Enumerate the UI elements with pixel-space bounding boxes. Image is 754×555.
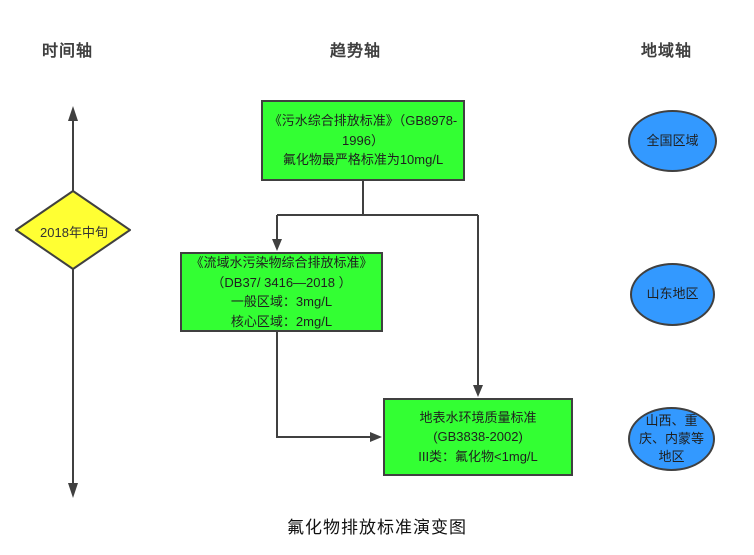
arrow-down-icon: [473, 385, 483, 397]
box-line: 地表水环境质量标准: [419, 409, 537, 425]
arrow-right-icon: [370, 432, 382, 442]
flow-box-surface-water-standard: 地表水环境质量标准 (GB3838-2002) III类：氟化物<1mg/L: [383, 398, 573, 476]
time-diamond-label: 2018年中旬: [40, 225, 108, 240]
diagram-caption: 氟化物排放标准演变图: [287, 518, 467, 537]
time-diamond-shape: [15, 190, 131, 270]
box-line: 《污水综合排放标准》（GB8978-: [268, 113, 458, 129]
box-line: 一般区域：3mg/L: [230, 294, 333, 309]
box-line: 1996）: [342, 132, 384, 148]
flow-box-sewage-standard: 《污水综合排放标准》（GB8978- 1996） 氟化物最严格标准为10mg/L: [261, 100, 465, 181]
box-line: 核心区域：2mg/L: [230, 313, 333, 329]
region-label: 山东地区: [646, 286, 699, 302]
box-line: III类：氟化物<1mg/L: [418, 448, 538, 464]
arrow-up-icon: [68, 106, 78, 121]
region-label: 山西、重庆、内蒙等地区: [638, 412, 704, 465]
arrow-down-icon: [68, 483, 78, 498]
time-axis-header: 时间轴: [42, 43, 94, 60]
box-line: (GB3838-2002): [433, 429, 523, 445]
trend-axis-header: 趋势轴: [330, 43, 382, 60]
flow-box-basin-standard: 《流域水污染物综合排放标准》 （DB37/ 3416—2018 ） 一般区域：3…: [180, 252, 383, 332]
box-line: 《流域水污染物综合排放标准》: [190, 255, 373, 270]
region-ellipse-shandong: 山东地区: [630, 263, 715, 326]
region-label: 全国区域: [646, 132, 699, 148]
arrow-down-icon: [272, 239, 282, 251]
region-ellipse-other-provinces: 山西、重庆、内蒙等地区: [628, 407, 715, 471]
connector-middle-to-bottom: [276, 332, 374, 438]
region-axis-header: 地域轴: [641, 43, 693, 60]
box-line: 氟化物最严格标准为10mg/L: [282, 152, 444, 168]
box-line: （DB37/ 3416—2018 ）: [211, 274, 352, 290]
region-ellipse-national: 全国区域: [628, 110, 717, 172]
time-axis-arrow: [68, 106, 78, 498]
